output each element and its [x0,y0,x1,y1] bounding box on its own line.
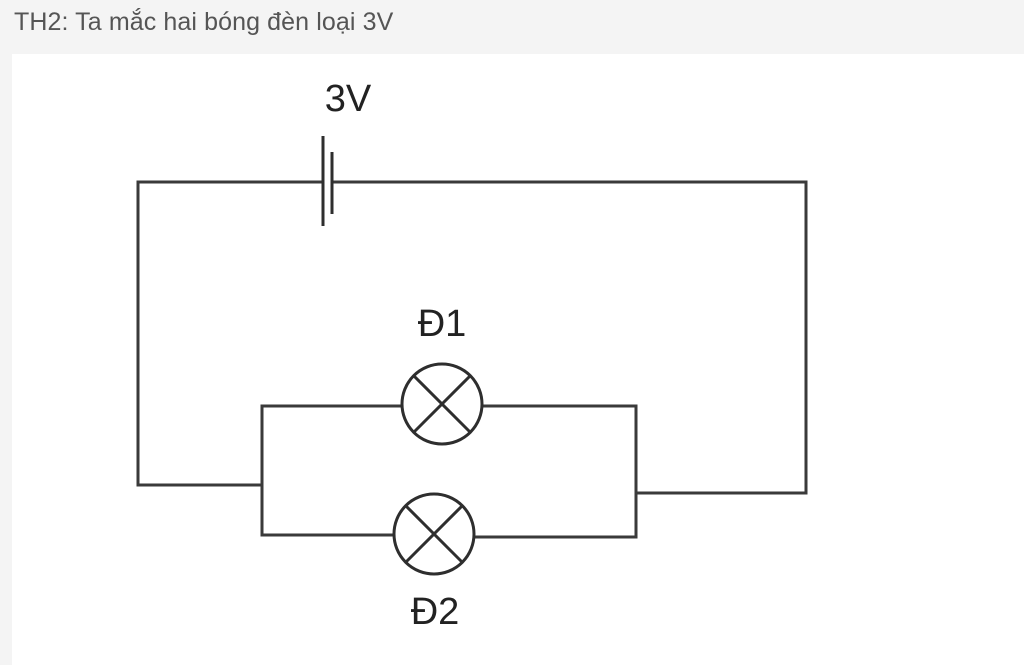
diagram-card [12,54,1024,665]
battery-symbol [321,136,334,226]
wire-left-outer [136,180,324,487]
lamp-2-label: Đ2 [411,591,460,633]
caption-text: TH2: Ta mắc hai bóng đèn loại 3V [14,8,394,36]
wire-right-outer [330,180,808,495]
lamp-1-label: Đ1 [418,303,467,345]
lamp-1-symbol [400,362,484,446]
battery-label: 3V [325,78,372,120]
lamp-2-symbol [392,492,476,576]
